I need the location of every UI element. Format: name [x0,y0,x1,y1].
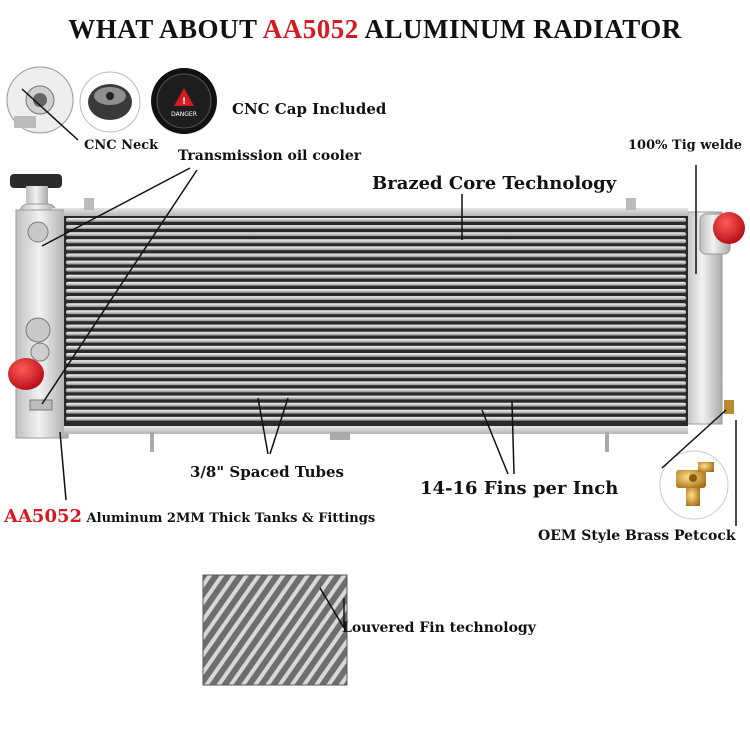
core-tube [66,281,686,286]
label-transmission-cooler: Transmission oil cooler [178,148,362,164]
label-brass-petcock: OEM Style Brass Petcock [538,528,736,544]
right-red-plug [713,212,745,244]
core-tube [66,253,686,258]
core-tube [66,239,686,244]
core-tube [66,317,686,322]
core-tube [66,267,686,272]
title-suffix: ALUMINUM RADIATOR [358,14,682,44]
core-tubes [66,218,686,421]
label-louvered-fin: Louvered Fin technology [342,620,536,636]
core-tube [66,310,686,315]
core-tube [66,416,686,421]
chrome-cap-thumbnail [79,71,141,133]
core-tube [66,246,686,251]
core-tube [66,289,686,293]
label-brazed-core: Brazed Core Technology [372,173,617,194]
core-tube [66,353,686,357]
brass-petcock-thumbnail [659,450,729,520]
title-prefix: WHAT ABOUT [68,14,263,44]
label-tig-welde: 100% Tig welde [628,138,743,153]
core-tube [66,388,686,393]
core-tube [66,360,686,364]
core-tube [66,381,686,386]
left-red-plug [8,358,44,390]
label-material-highlight: AA5052 [4,506,83,527]
core-tube [66,367,686,372]
core-tube [66,225,686,229]
label-material: AA5052 Aluminum 2MM Thick Tanks & Fittin… [4,506,375,527]
core-tube [66,338,686,343]
core-tube [66,345,686,350]
core-tube [66,296,686,300]
core-tube [66,274,686,279]
core-tube [66,324,686,329]
core-tube [66,374,686,379]
cnc-neck-thumbnail [6,66,74,134]
cooler-fitting-top [27,221,49,243]
core-tube [66,218,686,222]
label-cnc-cap: CNC Cap Included [232,100,387,118]
core-tube [66,232,686,237]
core-tube [66,402,686,407]
core-tube [66,303,686,308]
label-spaced-tubes: 3/8" Spaced Tubes [190,463,344,481]
label-fins-per-inch: 14-16 Fins per Inch [420,478,619,499]
core-tube [66,331,686,336]
label-material-rest: Aluminum 2MM Thick Tanks & Fittings [82,511,376,526]
page-title: WHAT ABOUT AA5052 ALUMINUM RADIATOR [0,14,750,45]
callout-lines [21,88,737,629]
core-tube [66,260,686,265]
svg-text:!: ! [182,97,186,107]
core-tube [66,409,686,414]
cap-danger-text: DANGER [171,111,197,118]
cnc-cap-thumbnail: ! DANGER [151,68,217,134]
title-highlight: AA5052 [262,14,359,44]
core-tube [66,395,686,400]
cooler-fitting-bottom [25,317,51,343]
label-cnc-neck: CNC Neck [84,138,159,153]
louvered-fin-closeup [202,574,348,686]
